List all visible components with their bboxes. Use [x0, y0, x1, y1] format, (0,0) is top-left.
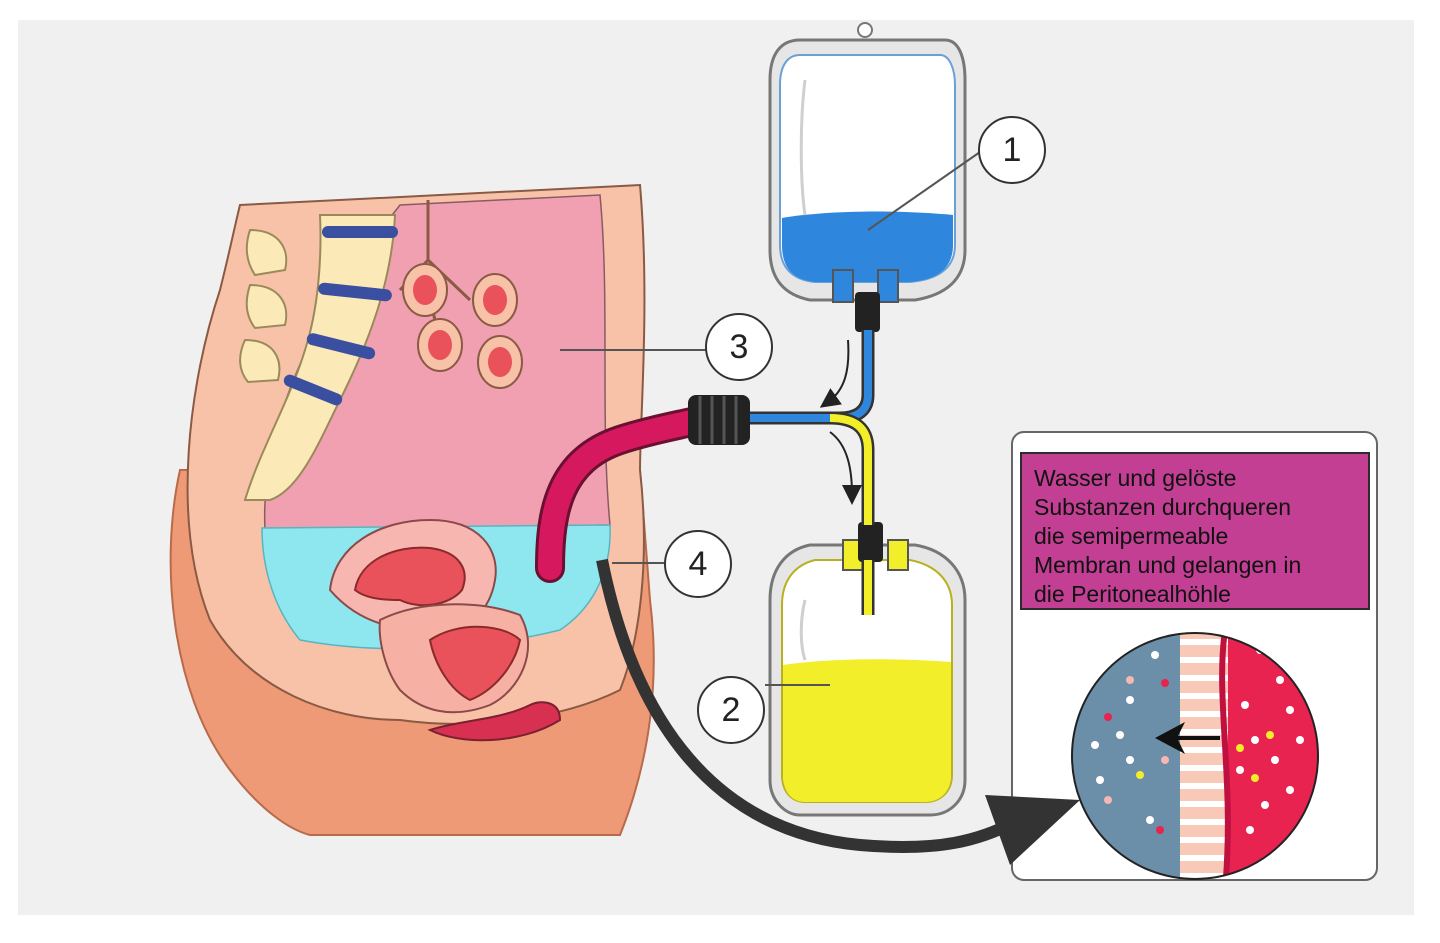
catheter-connector	[688, 395, 750, 445]
callout-leaders	[560, 151, 981, 686]
info-box-line-1: Wasser und gelöste	[1034, 465, 1237, 491]
intervertebral-discs	[283, 226, 398, 406]
magnification-arrow	[596, 558, 1018, 853]
callout-1: 1	[978, 116, 1046, 184]
callout-1-label: 1	[1003, 131, 1022, 169]
callout-4-label: 4	[689, 545, 708, 583]
callout-4: 4	[664, 530, 732, 598]
callout-3-label: 3	[730, 328, 749, 366]
callout-2-label: 2	[722, 691, 741, 729]
outflow-arrow	[829, 431, 862, 505]
info-box-line-4: Membran und gelangen in	[1034, 552, 1302, 578]
fresh-dialysate-bag	[768, 22, 967, 332]
callout-3: 3	[705, 313, 773, 381]
intestine-loops	[398, 200, 523, 389]
info-box-line-2: Substanzen durchqueren	[1034, 494, 1292, 520]
info-box-line-5: die Peritonealhöhle	[1034, 581, 1231, 607]
info-box: Wasser und gelöste Substanzen durchquere…	[1020, 452, 1370, 610]
abdomen-section	[169, 183, 655, 836]
tubing-system	[535, 330, 875, 615]
info-box-line-3: die semipermeable	[1034, 523, 1229, 549]
drained-dialysate-bag	[768, 522, 967, 817]
inflow-arrow	[819, 339, 850, 408]
callout-2: 2	[697, 676, 765, 744]
